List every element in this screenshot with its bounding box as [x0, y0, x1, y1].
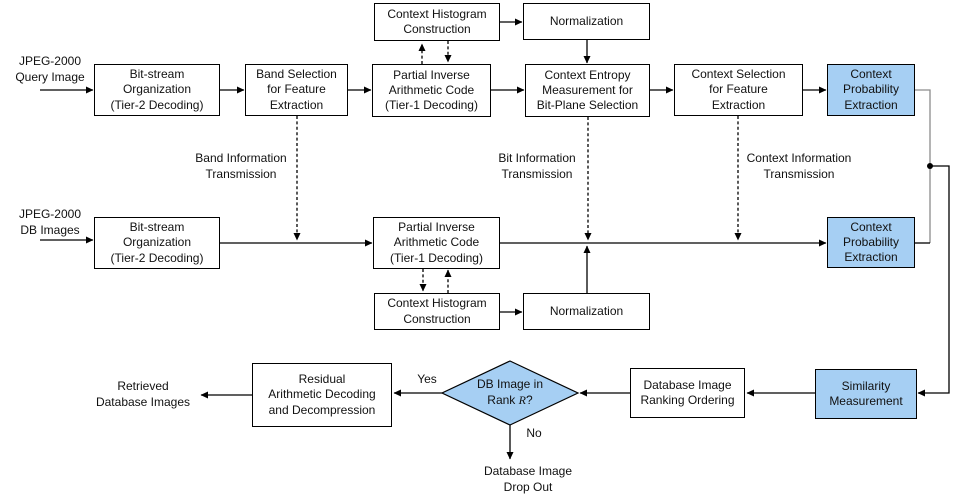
label-context-information: Context Information Transmission [746, 151, 852, 181]
decision-diamond [440, 360, 580, 426]
node-residual-decoding: Residual Arithmetic Decoding and Decompr… [252, 363, 392, 427]
label-drop-out: Database Image Drop Out [483, 464, 573, 494]
label-db-input: JPEG-2000 DB Images [18, 207, 82, 237]
node-similarity-measurement: Similarity Measurement [815, 369, 917, 419]
junction-dot [927, 163, 933, 169]
edge-cpe1-down [915, 89, 931, 243]
node-context-entropy-measurement: Context Entropy Measurement for Bit-Plan… [525, 64, 650, 117]
decision-label: DB Image in Rank R? [442, 365, 578, 421]
node-ranking-ordering: Database Image Ranking Ordering [630, 368, 745, 418]
node-context-histogram-query: Context Histogram Construction [374, 3, 500, 41]
node-bitstream-organization-db: Bit-stream Organization (Tier-2 Decoding… [94, 217, 220, 269]
node-bitstream-organization-query: Bit-stream Organization (Tier-2 Decoding… [94, 64, 220, 116]
node-context-probability-db: Context Probability Extraction [827, 217, 915, 268]
label-no: No [526, 426, 542, 440]
node-context-probability-query: Context Probability Extraction [827, 64, 915, 116]
decision-line2: Rank R? [487, 393, 533, 407]
node-context-histogram-db: Context Histogram Construction [374, 293, 500, 330]
node-normalization-query: Normalization [523, 3, 650, 40]
rank-variable: R [518, 393, 526, 407]
node-partial-inverse-db: Partial Inverse Arithmetic Code (Tier-1 … [373, 217, 500, 269]
node-partial-inverse-query: Partial Inverse Arithmetic Code (Tier-1 … [372, 64, 491, 117]
label-yes: Yes [417, 372, 437, 386]
node-context-selection: Context Selection for Feature Extraction [674, 64, 803, 116]
node-normalization-db: Normalization [523, 293, 650, 330]
label-band-information: Band Information Transmission [195, 151, 287, 181]
label-query-input: JPEG-2000 Query Image [15, 54, 85, 84]
label-retrieved-images: Retrieved Database Images [95, 379, 191, 409]
decision-line1: DB Image in [476, 377, 544, 392]
edge-merge-to-similarity [917, 165, 950, 397]
label-bit-information: Bit Information Transmission [498, 151, 576, 181]
node-band-selection: Band Selection for Feature Extraction [245, 64, 348, 116]
